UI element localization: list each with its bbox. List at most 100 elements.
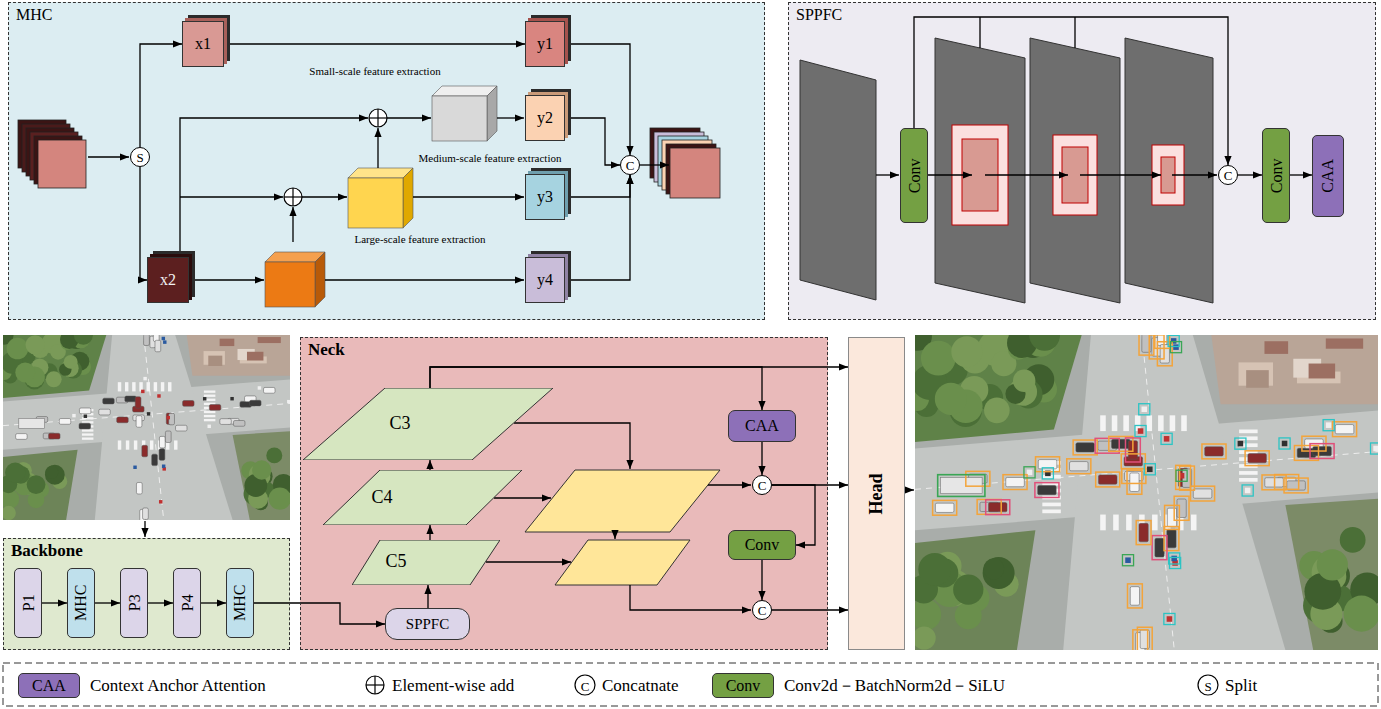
connector-arrow: [429, 525, 430, 540]
drawing-rect: [1160, 345, 1169, 364]
legend-row: Split: [1225, 676, 1257, 695]
drawing-circle: [1029, 335, 1060, 351]
drawing-rect: [938, 475, 985, 497]
drawing-rect: [1239, 430, 1258, 434]
drawing-rect: [19, 418, 45, 428]
drawing-rect: [162, 337, 165, 340]
drawing-circle: [5, 462, 25, 482]
drawing-rect: [162, 465, 165, 468]
drawing-rect: [159, 500, 162, 503]
drawing-rect: [1371, 443, 1378, 454]
node-text: MHC: [231, 585, 249, 621]
drawing-rect: [208, 356, 222, 366]
drawing-circle: [45, 466, 58, 479]
symbol-text: S: [1204, 680, 1211, 694]
connector-arrow: [429, 460, 430, 470]
mhc-block: MHC: [226, 568, 254, 638]
drawing-polygon: [348, 168, 413, 178]
wire: [486, 561, 571, 562]
drawing-rect: [1326, 338, 1363, 348]
drawing-rect: [1167, 616, 1173, 622]
drawing-circle: [269, 487, 290, 509]
wire: [979, 17, 980, 48]
drawing-circle: [3, 506, 16, 520]
feature-plane: [1030, 38, 1120, 303]
drawing-circle: [951, 336, 982, 367]
input-photo: [3, 335, 290, 520]
drawing-rect: [1246, 370, 1269, 388]
drawing-rect: [220, 339, 235, 346]
connector-arrow: [1290, 174, 1312, 175]
wire: [614, 532, 615, 539]
parallelogram-fill: [323, 470, 522, 525]
drawing-rect: [935, 503, 954, 512]
connector-arrow: [430, 367, 848, 388]
wire: [876, 174, 899, 175]
drawing-rect: [1042, 503, 1061, 507]
drawing-rect: [142, 445, 148, 456]
parallelogram-shape: [352, 540, 500, 585]
drawing-rect: [1164, 613, 1175, 624]
node-text: x2: [160, 271, 176, 289]
drawing-rect: [1098, 475, 1117, 484]
panel-fill: [788, 2, 1376, 320]
drawing-rect: [1130, 587, 1139, 606]
drawing-rect: [1139, 335, 1154, 355]
connector-arrow: [42, 602, 67, 603]
drawing-rect: [1335, 425, 1354, 434]
node-text: C4: [371, 488, 392, 508]
drawing-circle: [1340, 527, 1366, 553]
drawing-rect: [287, 400, 290, 403]
connector-arrow: [148, 602, 173, 603]
node-text: x1: [195, 35, 211, 53]
node-text: C3: [389, 414, 410, 434]
drawing-circle: [284, 188, 302, 206]
panel-fill: [300, 337, 828, 650]
drawing-circle: [953, 574, 983, 604]
drawing-rect: [1136, 521, 1151, 545]
drawing-circle: [74, 335, 93, 345]
label-holder: Medium-scale feature extraction: [417, 148, 564, 166]
drawing-rect: [152, 454, 158, 465]
connector-arrow: [201, 602, 226, 603]
parallelogram-shape: [323, 470, 522, 525]
stage-block: P3: [120, 568, 148, 638]
drawing-rect: [155, 340, 161, 351]
legend-text: Split: [1225, 676, 1257, 695]
drawing-rect: [16, 434, 27, 440]
drawing-polygon: [95, 335, 233, 520]
drawing-circle: [46, 371, 62, 387]
drawing-rect: [1139, 404, 1150, 415]
concat-circle: C: [1218, 165, 1238, 185]
drawing-polygon: [265, 252, 325, 262]
drawing-rect: [988, 503, 1007, 512]
drawing-circle: [983, 558, 1004, 579]
drawing-rect: [1070, 462, 1089, 471]
node-text: Conv: [745, 536, 780, 554]
drawing-rect: [79, 423, 90, 429]
drawing-rect: [1245, 488, 1251, 494]
drawing-rect: [1169, 553, 1180, 564]
drawing-rect: [3, 335, 290, 520]
feature-level: C3: [303, 388, 553, 460]
node-text: y1: [537, 35, 553, 53]
drawing-rect: [1282, 441, 1288, 447]
label-holder: S: [1204, 677, 1211, 695]
drawing-rect: [247, 352, 263, 361]
wire: [514, 423, 630, 469]
drawing-line: [1142, 335, 1174, 650]
feature-cube: [265, 252, 325, 307]
drawing-rect: [1147, 467, 1153, 473]
drawing-rect: [1248, 454, 1267, 463]
drawing-rect: [125, 382, 128, 391]
drawing-rect: [183, 401, 194, 407]
drawing-rect: [986, 500, 1010, 515]
drawing-rect: [1238, 441, 1244, 447]
wire: [387, 117, 431, 118]
concat-circle: C: [752, 475, 772, 495]
node-text: P3: [125, 595, 143, 612]
node-text: Head: [867, 473, 887, 514]
drawing-rect: [1235, 438, 1246, 449]
connector-arrow: [140, 167, 147, 280]
drawing-rect: [99, 409, 110, 415]
